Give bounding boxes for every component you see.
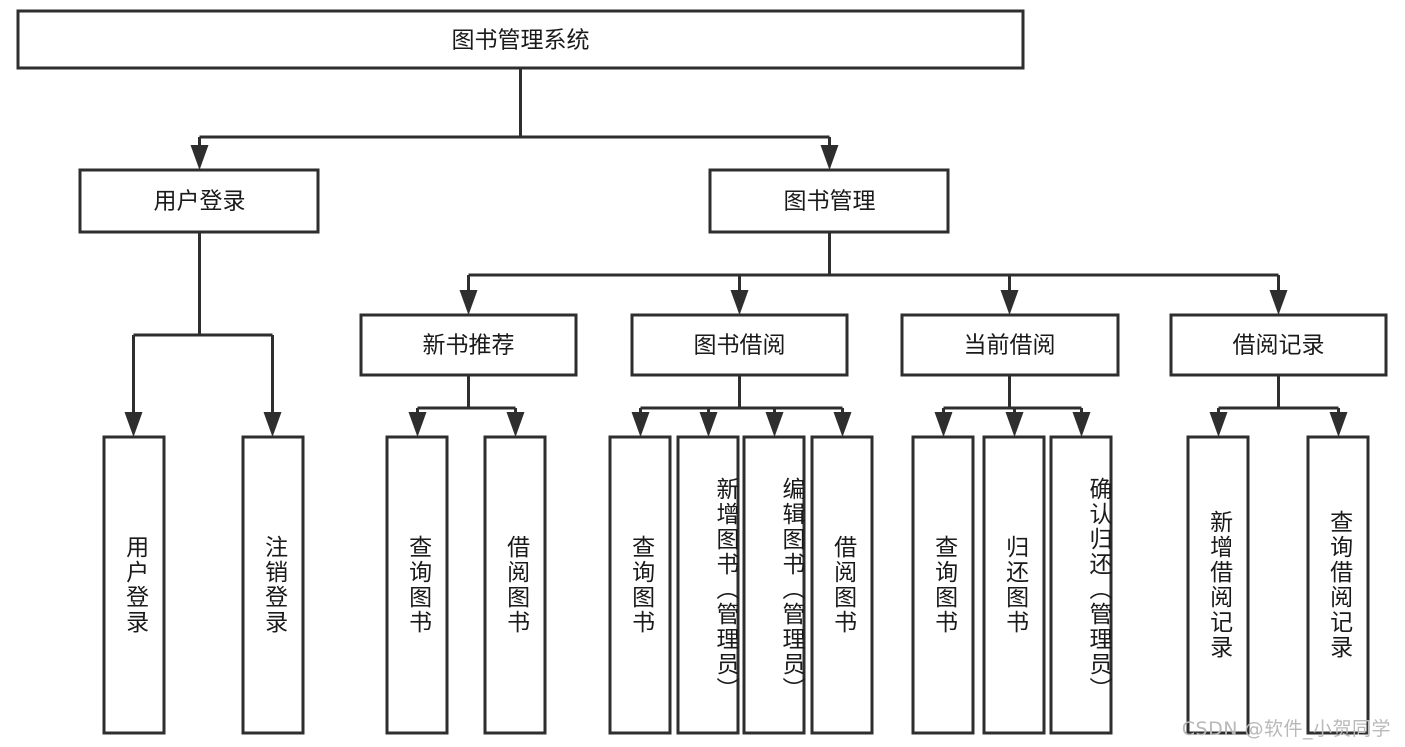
node-leaf-query-book-3-box[interactable] [911,435,975,735]
node-book-management[interactable]: 图书管理 [708,168,950,234]
arrow-head-leaf-return-book [1005,412,1024,437]
node-book-management-box[interactable] [708,168,950,234]
node-book-borrow[interactable]: 图书借阅 [630,313,849,377]
csdn-watermark: CSDN @软件_小贺同学 [1181,718,1391,740]
arrow-head-leaf-confirm-return [1072,412,1091,437]
node-root-box[interactable] [16,9,1025,70]
arrow-head-book-management [820,145,839,170]
connector-records-to-leaves [1209,375,1348,437]
arrow-head-leaf-add-book [699,412,718,437]
node-leaf-query-book-2-box[interactable] [608,435,672,735]
node-leaf-edit-book-box[interactable] [742,435,806,735]
arrow-head-leaf-add-record [1209,412,1228,437]
node-book-borrow-box[interactable] [630,313,849,377]
node-borrow-records[interactable]: 借阅记录 [1169,313,1388,377]
arrow-head-user-login [190,145,209,170]
arrow-head-leaf-user-login [124,412,143,437]
connector-borrow-to-leaves [631,375,852,437]
node-leaf-borrow-book-2-box[interactable] [810,435,874,735]
node-leaf-logout-box[interactable] [241,435,305,735]
node-leaf-confirm-return-box[interactable] [1049,435,1113,735]
arrow-head-borrow-records [1269,290,1288,315]
node-user-login[interactable]: 用户登录 [78,168,320,234]
connector-bookmgmt-to-level3 [459,232,1288,315]
arrow-head-leaf-logout [263,412,282,437]
node-current-borrow[interactable]: 当前借阅 [900,313,1120,377]
connector-root-to-level2 [190,68,839,170]
node-user-login-label: 用户登录 [154,189,246,215]
node-user-login-box[interactable] [78,168,320,234]
arrow-head-current-borrow [1000,290,1019,315]
arrow-head-leaf-query-book-3 [934,412,953,437]
node-new-book-recommend-box[interactable] [359,313,578,377]
arrow-head-book-borrow [730,290,749,315]
node-root-label: 图书管理系统 [452,28,590,54]
leaf-boxes [102,435,1370,735]
connector-recommend-to-leaves [408,375,525,437]
arrow-head-leaf-borrow-book-1 [506,412,525,437]
node-book-borrow-label: 图书借阅 [694,333,786,359]
arrow-head-new-book-recommend [459,290,478,315]
node-current-borrow-box[interactable] [900,313,1120,377]
node-new-book-recommend[interactable]: 新书推荐 [359,313,578,377]
node-current-borrow-label: 当前借阅 [964,333,1056,359]
arrow-head-leaf-edit-book [765,412,784,437]
connector-userlogin-to-leaves [124,232,282,437]
node-leaf-user-login-box[interactable] [102,435,166,735]
arrow-head-leaf-query-book-2 [631,412,650,437]
node-borrow-records-label: 借阅记录 [1233,333,1325,359]
node-borrow-records-box[interactable] [1169,313,1388,377]
arrow-head-leaf-query-record [1329,412,1348,437]
arrow-head-leaf-query-book-1 [408,412,427,437]
node-leaf-add-record-box[interactable] [1186,435,1250,735]
arrow-head-leaf-borrow-book-2 [833,412,852,437]
connector-current-to-leaves [934,375,1091,437]
node-leaf-return-book-box[interactable] [982,435,1046,735]
node-leaf-borrow-book-1-box[interactable] [483,435,547,735]
node-new-book-recommend-label: 新书推荐 [423,333,515,359]
node-book-management-label: 图书管理 [784,189,876,215]
node-root[interactable]: 图书管理系统 [16,9,1025,70]
node-leaf-add-book-box[interactable] [676,435,740,735]
node-leaf-query-record-box[interactable] [1306,435,1370,735]
node-leaf-query-book-1-box[interactable] [385,435,449,735]
